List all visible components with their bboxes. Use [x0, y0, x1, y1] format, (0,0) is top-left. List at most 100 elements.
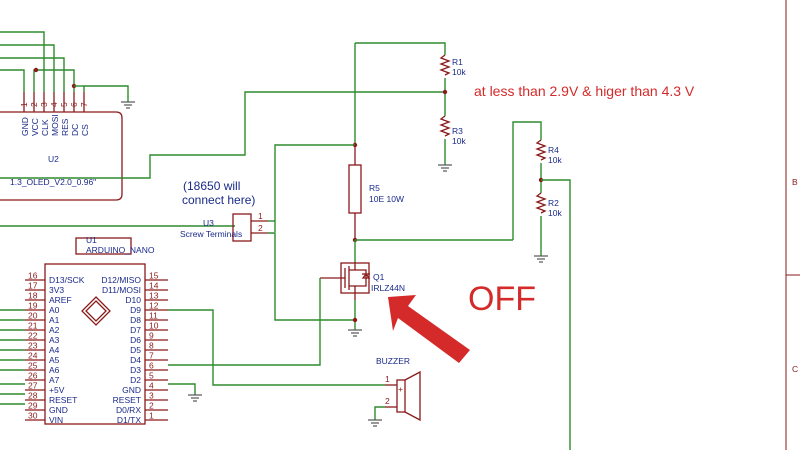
- nano-left-pin-number: 24: [28, 351, 38, 361]
- nano-left-pin-number: 26: [28, 371, 38, 381]
- r2-ref: R2: [548, 198, 559, 208]
- nano-right-pin-name: D7: [130, 325, 141, 335]
- nano-left-pin-number: 17: [28, 281, 38, 291]
- nano-left-pin-name: A7: [49, 375, 60, 385]
- nano-left-pin-number: 19: [28, 301, 38, 311]
- nano-right-pins: 15D12/MISO14D11/MOSI13D1012D911D810D79D6…: [101, 271, 168, 425]
- oled-pin-num-5: 5: [59, 102, 69, 107]
- nano-right-pin-name: D11/MOSI: [102, 285, 141, 295]
- nano-right-pin-number: 4: [149, 381, 154, 391]
- gnd-r3: [438, 164, 452, 172]
- nano-left-pin-number: 30: [28, 411, 38, 421]
- nano-right-pin-number: 7: [149, 351, 154, 361]
- nano-left-pin-name: 3V3: [49, 285, 64, 295]
- nano-right-pin-number: 5: [149, 371, 154, 381]
- nano-right-pin-name: D1/TX: [117, 415, 141, 425]
- nano-right-pin-name: D0/RX: [116, 405, 141, 415]
- frame-marker-b: B: [792, 177, 798, 187]
- nano-left-pin-name: A6: [49, 365, 60, 375]
- nano-right-pin-number: 10: [149, 321, 159, 331]
- nano-left-pin-number: 18: [28, 291, 38, 301]
- buzzer: BUZZER 1 2 +: [376, 356, 421, 422]
- r3-value: 10k: [452, 136, 466, 146]
- nano-left-pin-number: 28: [28, 391, 38, 401]
- nano-right-pin-name: D4: [130, 355, 141, 365]
- nano-right-pin-name: D12/MISO: [101, 275, 141, 285]
- nano-right-pin-name: D3: [130, 365, 141, 375]
- buzzer-pin-2: 2: [385, 396, 390, 406]
- nano-left-pin-name: GND: [49, 405, 68, 415]
- nano-right-pin-name: RESET: [113, 395, 141, 405]
- resistor-r2: R2 10k: [535, 192, 562, 218]
- nano-left-pin-number: 22: [28, 331, 38, 341]
- r5-value: 10E 10W: [369, 194, 404, 204]
- oled-pin-num-7: 7: [79, 102, 89, 107]
- oled-wires: [0, 31, 135, 109]
- r4-value: 10k: [548, 155, 562, 165]
- battery-note-line1: (18650 will: [183, 179, 240, 193]
- mosfet-ref: Q1: [373, 272, 385, 282]
- red-arrow-icon: [388, 295, 470, 363]
- oled-pin-name-1: GND: [20, 117, 30, 136]
- resistor-r1: R1 10k: [355, 42, 466, 77]
- oled-pin-name-5: RES: [60, 118, 70, 136]
- nano-left-pin-number: 16: [28, 271, 38, 281]
- buzzer-pin-1: 1: [385, 374, 390, 384]
- terminals-ref: U3: [203, 218, 214, 228]
- oled-pin-num-3: 3: [39, 102, 49, 107]
- nano-left-pin-name: A2: [49, 325, 60, 335]
- nano-right-pin-name: D2: [130, 375, 141, 385]
- r5-ref: R5: [369, 183, 380, 193]
- nano-left-pin-number: 21: [28, 321, 38, 331]
- nano-right-pin-name: D5: [130, 345, 141, 355]
- nano-right-pin-name: D10: [125, 295, 141, 305]
- oled-pin-name-3: CLK: [40, 119, 50, 136]
- oled-module-u2: U2 1.3_OLED_V2.0_0.96" 1 2 3 4 5 6 7 GND…: [0, 92, 123, 201]
- oled-ref: U2: [48, 154, 59, 164]
- nano-left-pin-number: 20: [28, 311, 38, 321]
- nano-left-pin-number: 27: [28, 381, 38, 391]
- r1-value: 10k: [452, 67, 466, 77]
- screw-terminals-u3: 1 2 U3 Screw Terminals: [180, 211, 268, 242]
- gnd-r2: [534, 255, 548, 263]
- terminal-pin-1: 1: [258, 211, 263, 221]
- r1-ref: R1: [452, 57, 463, 67]
- mosfet-value: IRLZ44N: [371, 283, 405, 293]
- terminal-pin-2: 2: [258, 223, 263, 233]
- gnd-mosfet: [348, 329, 362, 337]
- nano-value: ARDUINO_NANO: [86, 245, 155, 255]
- r3-ref: R3: [452, 126, 463, 136]
- nano-left-pin-number: 29: [28, 401, 38, 411]
- resistor-r5: R5 10E 10W: [348, 145, 404, 240]
- oled-pin-name-6: DC: [70, 124, 80, 136]
- nano-right-pin-number: 13: [149, 291, 159, 301]
- nano-right-pin-number: 6: [149, 361, 154, 371]
- voltage-condition-note: at less than 2.9V & higer than 4.3 V: [474, 83, 695, 99]
- frame-border: B C: [785, 0, 800, 450]
- nano-left-pin-name: VIN: [49, 415, 63, 425]
- state-off-label: OFF: [468, 280, 536, 318]
- gnd-buzzer: [368, 419, 382, 427]
- nano-right-pin-name: D9: [130, 305, 141, 315]
- nano-left-pin-name: A0: [49, 305, 60, 315]
- buzzer-label: BUZZER: [376, 356, 410, 366]
- nano-right-pin-number: 8: [149, 341, 154, 351]
- oled-pin-name-2: VCC: [30, 118, 40, 136]
- signal-wires-top: [0, 91, 445, 227]
- mosfet-q1: Q1 IRLZ44N: [320, 262, 405, 300]
- nano-left-pin-number: 25: [28, 361, 38, 371]
- nano-ref: U1: [86, 235, 97, 245]
- nano-right-pin-number: 1: [149, 411, 154, 421]
- oled-value: 1.3_OLED_V2.0_0.96": [10, 177, 96, 187]
- nano-right-pin-number: 2: [149, 401, 154, 411]
- nano-right-pin-name: D6: [130, 335, 141, 345]
- r4-ref: R4: [548, 145, 559, 155]
- nano-left-pin-name: RESET: [49, 395, 77, 405]
- nano-left-pin-name: A1: [49, 315, 60, 325]
- nano-right-pin-name: D8: [130, 315, 141, 325]
- oled-pin-num-1: 1: [19, 102, 29, 107]
- buzzer-plus: +: [398, 384, 403, 394]
